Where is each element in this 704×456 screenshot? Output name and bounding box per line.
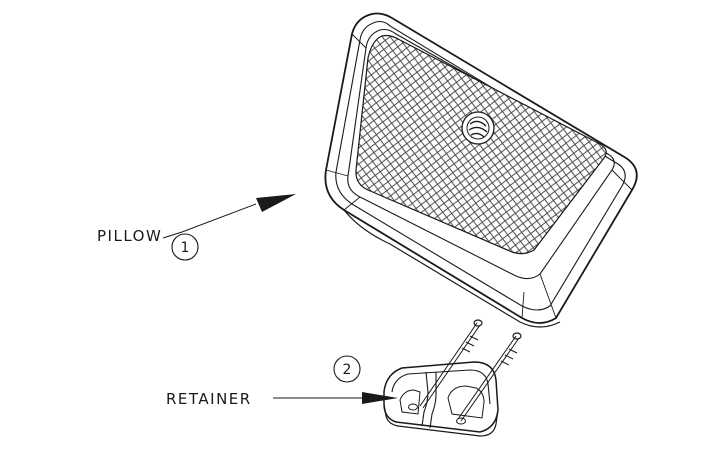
pillow-rim	[335, 20, 626, 311]
pillow-bevel-lines	[325, 33, 633, 319]
retainer-number-balloon	[333, 355, 361, 383]
pillow-outer-shell	[324, 12, 638, 324]
retainer-left-pocket	[399, 389, 421, 415]
pillow-mesh-border	[355, 34, 607, 255]
pillow-part	[324, 12, 638, 328]
pillow-number: 1	[181, 240, 190, 256]
retainer-leader-arrowhead	[362, 392, 398, 404]
retainer-label: RETAINER	[166, 390, 252, 408]
pillow-number-balloon	[171, 233, 199, 261]
retainer-number: 2	[343, 362, 352, 378]
pillow-callout: PILLOW 1	[97, 194, 296, 261]
pillow-leader-arrowhead	[256, 194, 296, 212]
retainer-callout: RETAINER 2	[166, 355, 398, 408]
pillow-logo-badge	[461, 111, 495, 145]
retainer-left-hole	[408, 403, 418, 411]
pillow-mesh-panel	[355, 35, 607, 254]
pillow-leader-line	[162, 203, 257, 239]
screw-left	[419, 319, 483, 409]
pillow-label: PILLOW	[97, 227, 162, 245]
retainer-right-pocket	[447, 385, 485, 419]
retainer-bottom-edge	[383, 403, 499, 437]
retainer-right-hole	[456, 417, 466, 425]
screw-right	[457, 332, 522, 422]
retainer-part	[383, 361, 499, 437]
pillow-shell-edge	[343, 209, 561, 328]
